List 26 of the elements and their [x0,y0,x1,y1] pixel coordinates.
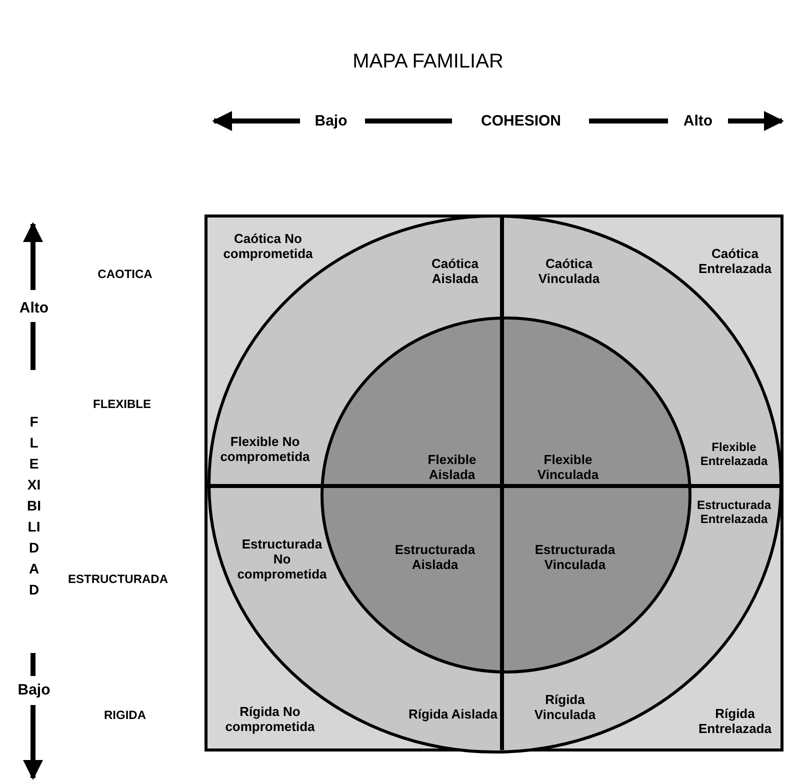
axis-label: Alto [683,112,713,130]
quadrant-label: Estructurada No comprometida [236,538,328,582]
quadrant-label: Caótica No comprometida [223,232,313,262]
quadrant-label: Caótica Entrelazada [698,247,772,277]
axis-label: Alto [19,299,49,317]
quadrant-label: Caótica Aislada [430,257,480,287]
quadrant-label: Flexible Aislada [426,453,478,483]
axis-label: Bajo [314,112,348,130]
row-label: FLEXIBLE [93,398,151,412]
quadrant-label: Rígida Vinculada [533,693,597,723]
quadrant-label: Flexible Entrelazada [699,441,769,469]
quadrant-label: Estructurada Aislada [394,543,476,573]
quadrant-label: Flexible Vinculada [536,453,600,483]
quadrant-label: Estructurada Vinculada [534,543,616,573]
row-label: ESTRUCTURADA [68,573,168,587]
row-label: RIGIDA [104,709,146,723]
quadrant-label: Rígida Entrelazada [698,707,772,737]
quadrant-label: Rígida No comprometida [224,705,316,735]
quadrant-label: Rígida Aislada [408,708,498,722]
quadrant-label: Flexible No comprometida [219,435,311,465]
quadrant-label: Caótica Vinculada [537,257,601,287]
title: MAPA FAMILIAR [352,50,504,74]
quadrant-label: Estructurada Entrelazada [696,499,772,527]
row-label: CAOTICA [98,268,152,282]
axis-label: Bajo [18,681,50,699]
axis-title: COHESION [481,112,561,130]
